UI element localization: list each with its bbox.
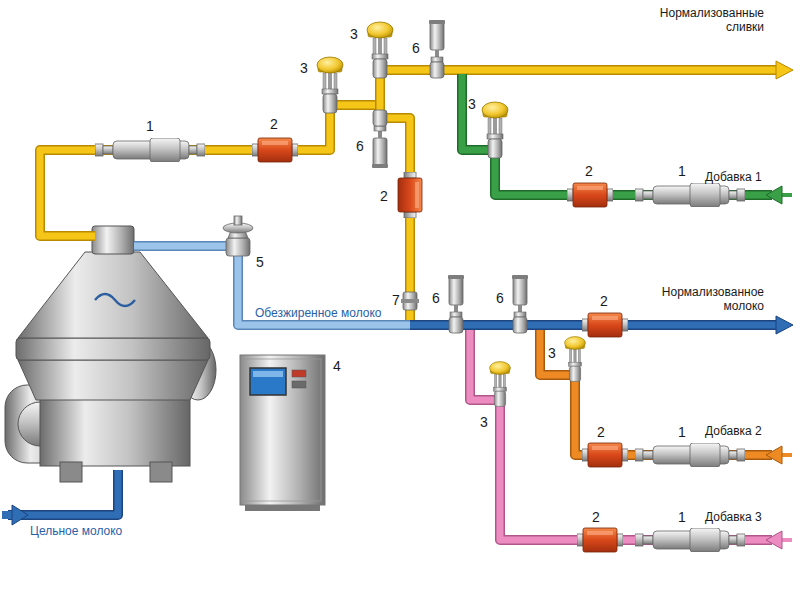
cabinet-button	[292, 381, 306, 388]
separator-frame	[40, 398, 190, 466]
callout-number: 7	[392, 292, 400, 309]
callout-number: 2	[270, 116, 278, 133]
callout-number: 3	[300, 60, 308, 77]
separator	[5, 226, 216, 482]
flow-meter	[635, 528, 745, 552]
control-cabinet	[240, 355, 325, 511]
callout-number: 6	[356, 138, 364, 155]
cabinet-door	[244, 359, 321, 501]
shut-off-valve	[372, 110, 388, 168]
inlet-label: Добавка 2	[705, 424, 762, 438]
coupling-band	[401, 299, 419, 303]
callout-number: 4	[333, 358, 341, 375]
pipe-outline	[40, 105, 380, 236]
flow-meter	[95, 138, 205, 162]
separator-foot	[60, 462, 82, 482]
cabinet-button	[292, 370, 306, 377]
mass-flow-meter	[398, 172, 422, 218]
inlet-arrow	[766, 186, 782, 204]
pipe-outline	[8, 470, 118, 515]
callout-number: 2	[585, 163, 593, 180]
constant-pressure-valve	[223, 216, 253, 256]
separator-hub	[92, 226, 134, 254]
flow-meter	[635, 443, 745, 467]
additive-pipe	[540, 329, 772, 455]
callout-number: 1	[678, 424, 686, 441]
shut-off-valve	[429, 20, 445, 78]
components	[95, 20, 745, 552]
control-valve	[565, 337, 586, 382]
inlet-label: Добавка 3	[705, 510, 762, 524]
outlet-arrow	[776, 316, 793, 334]
cabinet-plinth	[245, 505, 320, 511]
pipe-outline	[462, 74, 772, 195]
mass-flow-meter	[252, 138, 298, 162]
shut-off-valve	[448, 275, 464, 333]
whole-milk-pipe	[8, 470, 118, 515]
outlet-label: Нормализованное молоко	[656, 285, 764, 314]
flow-label: Обезжиренное молоко	[255, 306, 382, 320]
callout-number: 2	[597, 424, 605, 441]
callout-number: 1	[146, 118, 154, 135]
callout-number: 6	[496, 290, 504, 307]
cream-pipe	[40, 105, 380, 236]
callout-number: 2	[592, 509, 600, 526]
separator-band	[16, 338, 210, 360]
callout-number: 6	[412, 40, 420, 57]
check-point	[401, 292, 419, 310]
separator-cone	[18, 252, 208, 338]
mass-flow-meter	[567, 183, 613, 207]
flow-arrows	[2, 61, 793, 549]
inlet-arrow	[12, 505, 28, 525]
valve-body	[226, 238, 250, 256]
pipe-outline	[470, 329, 772, 540]
outlet-label: Нормализованные сливки	[656, 6, 764, 35]
inlet-label: Добавка 1	[705, 170, 762, 184]
mass-flow-meter	[577, 528, 623, 552]
outlet-arrow	[776, 61, 793, 79]
additive-pipe	[462, 74, 772, 195]
control-valve	[367, 22, 393, 78]
flow-meter	[635, 183, 745, 207]
callout-number: 2	[380, 188, 388, 205]
cabinet-body	[240, 355, 325, 505]
valve-knob	[234, 216, 242, 225]
callout-number: 3	[548, 345, 556, 362]
flow-label: Цельное молоко	[30, 524, 122, 538]
inlet-arrow	[766, 446, 782, 464]
shut-off-valve	[512, 275, 528, 333]
mass-flow-meter	[582, 313, 628, 337]
screen-bar	[253, 371, 283, 377]
callout-number: 3	[480, 414, 488, 431]
callout-number: 1	[678, 163, 686, 180]
pipe-outline	[134, 246, 410, 325]
logo-mark	[95, 294, 135, 306]
callout-number: 5	[256, 254, 264, 271]
callout-number: 1	[678, 509, 686, 526]
separator-foot	[150, 462, 172, 482]
callout-number: 3	[350, 26, 358, 43]
separator-bowl	[18, 360, 208, 400]
inlet-arrow	[766, 531, 782, 549]
control-valve	[317, 57, 343, 113]
skim-milk-pipe	[134, 246, 410, 325]
callout-number: 3	[468, 96, 476, 113]
pipework	[8, 70, 776, 540]
callout-number: 2	[600, 293, 608, 310]
control-valve	[482, 102, 508, 158]
callout-number: 6	[432, 290, 440, 307]
control-valve	[490, 362, 511, 407]
cabinet-screen	[250, 368, 286, 395]
additive-pipe	[470, 329, 772, 540]
pipe-outline	[540, 329, 772, 455]
mass-flow-meter	[582, 443, 628, 467]
